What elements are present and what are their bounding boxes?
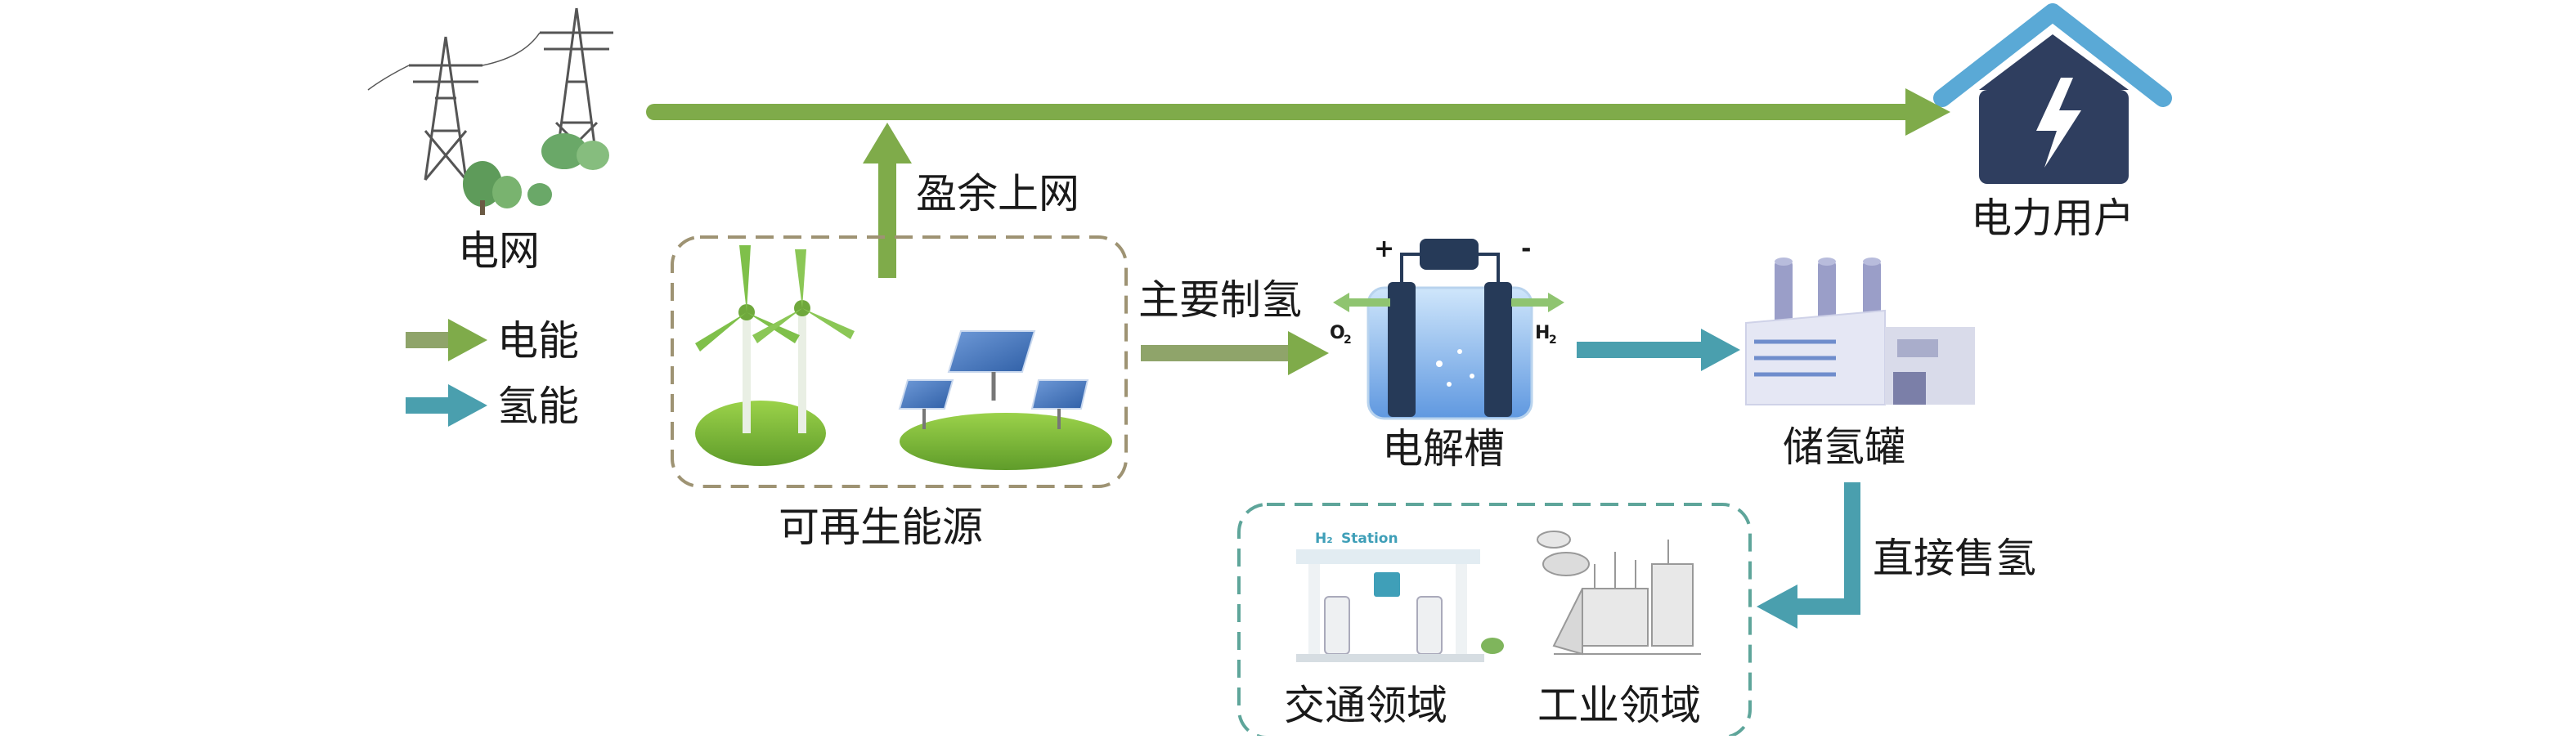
solar-panel-icon — [898, 330, 1112, 470]
legend: 电能 氢能 — [401, 311, 646, 441]
grid-label: 电网 — [458, 227, 540, 275]
trees-icon — [463, 133, 609, 215]
grid-to-user-arrow — [646, 88, 1950, 136]
station-h2-mark: H₂ — [1315, 531, 1333, 547]
legend-swatches — [406, 319, 487, 427]
renewable-frame — [671, 235, 1128, 488]
legend-hydrogen-label: 氢能 — [497, 383, 579, 430]
station-name: Station — [1341, 531, 1398, 547]
wind-turbine-icon — [695, 245, 855, 466]
legend-hydrogen-arrow — [406, 384, 487, 427]
electrolyzer-icon: + - O 2 H 2 — [1330, 235, 1564, 420]
minus-sign: - — [1521, 235, 1531, 263]
renewable-label: 可再生能源 — [779, 504, 983, 551]
direct-sale-label: 直接售氢 — [1873, 535, 2036, 582]
industry-label: 工业领域 — [1537, 682, 1701, 729]
oxygen-subscript: 2 — [1344, 334, 1352, 347]
electrolyzer-label: 电解槽 — [1382, 425, 1505, 473]
legend-electric-label: 电能 — [497, 317, 579, 365]
storage-tank-icon — [1745, 258, 1975, 405]
production-arrow — [1141, 331, 1329, 375]
user-label: 电力用户 — [1971, 195, 2134, 242]
plus-sign: + — [1374, 235, 1394, 263]
oxygen-label: O — [1330, 323, 1345, 343]
hydrogen-label: H — [1535, 323, 1550, 343]
surplus-label: 盈余上网 — [916, 170, 1079, 217]
storage-label: 储氢罐 — [1783, 423, 1905, 471]
direct-sale-arrow — [1757, 482, 1860, 629]
hydrogen-station-icon: H₂ Station — [1296, 531, 1504, 662]
surplus-arrow — [863, 123, 912, 278]
lightning-icon — [2036, 78, 2081, 168]
hydrogen-subscript: 2 — [1549, 334, 1557, 347]
industry-factory-icon — [1537, 531, 1701, 656]
main-production-label: 主要制氢 — [1138, 276, 1302, 324]
house-icon — [1933, 3, 2172, 184]
legend-electric-arrow — [406, 319, 487, 361]
power-tower-icon — [367, 7, 613, 181]
hydrogen-to-storage-arrow — [1577, 329, 1740, 371]
transport-label: 交通领域 — [1284, 682, 1447, 729]
